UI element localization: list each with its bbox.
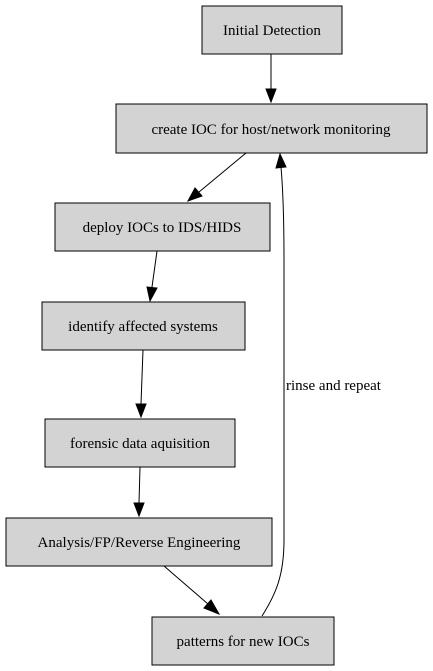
node-label: Initial Detection	[223, 23, 321, 39]
edge-create-ioc-to-deploy	[198, 152, 247, 193]
node-box	[115, 103, 428, 154]
node-box	[41, 301, 246, 351]
node-identify-systems: identify affected systems	[41, 301, 246, 351]
edges	[133, 54, 287, 617]
node-label: forensic data aquisition	[70, 436, 210, 452]
node-label: identify affected systems	[68, 319, 218, 335]
node-deploy-iocs: deploy IOCs to IDS/HIDS	[54, 202, 271, 252]
node-box	[44, 418, 236, 468]
node-box	[5, 517, 273, 567]
node-analysis: Analysis/FP/Reverse Engineering	[5, 517, 273, 567]
arrow-head-identify	[146, 286, 158, 303]
node-box	[201, 5, 343, 55]
node-label: create IOC for host/network monitoring	[151, 122, 391, 138]
edge-identify-to-forensic	[140, 349, 144, 405]
edge-analysis-to-patterns	[163, 565, 209, 605]
node-box	[54, 202, 271, 252]
node-box	[151, 616, 335, 666]
node-create-ioc: create IOC for host/network monitoring	[115, 103, 428, 154]
node-label: Analysis/FP/Reverse Engineering	[38, 535, 241, 551]
arrow-head-create-ioc	[265, 88, 277, 104]
arrow-head-patterns	[203, 599, 221, 615]
node-label: patterns for new IOCs	[177, 634, 310, 650]
arrow-head-forensic	[135, 403, 147, 419]
node-initial-detection: Initial Detection	[201, 5, 343, 55]
node-label: deploy IOCs to IDS/HIDS	[83, 220, 242, 236]
arrow-head-loop-create-ioc	[275, 152, 287, 169]
arrow-head-analysis	[133, 502, 145, 518]
edge-label-rinse-and-repeat: rinse and repeat	[286, 378, 382, 394]
edge-patterns-to-create-ioc	[261, 166, 285, 617]
arrow-head-deploy	[186, 187, 203, 202]
node-patterns: patterns for new IOCs	[151, 616, 335, 666]
edge-forensic-to-analysis	[138, 466, 141, 504]
edge-deploy-to-identify	[151, 250, 158, 288]
node-forensic-acquisition: forensic data aquisition	[44, 418, 236, 468]
